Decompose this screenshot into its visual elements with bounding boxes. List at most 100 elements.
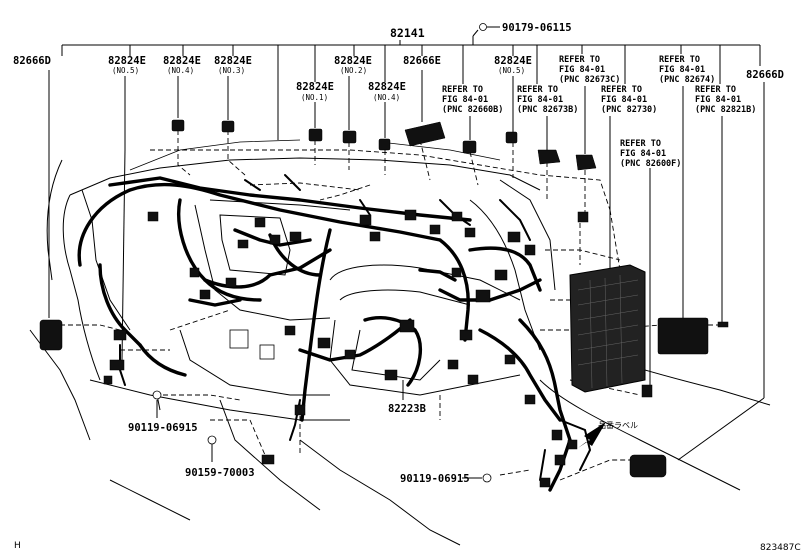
connector-num-3: (NO.3) [218,66,245,75]
refer-label-82730: REFER TO FIG 84-01 (PNC 82730) [601,85,657,115]
svg-text:REFER TO: REFER TO [559,55,600,65]
connector-icon [567,439,578,450]
relay-block-icon [657,317,709,355]
svg-text:REFER TO: REFER TO [601,85,642,95]
label-arrow-icon [578,422,606,448]
svg-text:(PNC 82821B): (PNC 82821B) [695,105,756,115]
svg-text:FIG 84-01: FIG 84-01 [442,95,488,105]
connector-num-1: (NO.5) [112,66,139,75]
connector-icon [221,120,235,133]
connector-icon [467,374,479,385]
svg-text:REFER TO: REFER TO [517,85,558,95]
connector-label-2: 82824E [163,55,201,67]
connector-icon [384,369,398,381]
part-number-label-tag: 品番ラベル [598,420,638,430]
connector-icon [294,404,306,416]
connector-icon [308,128,323,142]
connector-icon [359,214,372,226]
bolt-icon [152,390,162,400]
part-label-82666e: 82666E [403,55,441,67]
corner-code-left: H [14,541,21,551]
connector-icon [505,131,518,144]
part-label-82141: 82141 [390,26,425,40]
connector-num-5: (NO.1) [301,93,328,102]
junction-block [569,264,646,393]
connector-num-6: (NO.4) [373,93,400,102]
connector-icon [539,477,551,488]
connector-icon [551,429,563,441]
connector-icon [284,325,296,336]
part-label-90119-06915-left: 90119-06915 [128,422,198,434]
connector-icon [261,454,275,465]
refer-label-82600f: REFER TO FIG 84-01 (PNC 82600F) [620,139,681,169]
connector-label-1: 82824E [108,55,146,67]
connector-label-5: 82824E [296,81,334,93]
connector-icon [475,289,491,303]
connector-icon [103,375,113,385]
svg-text:(PNC 82673B): (PNC 82673B) [517,105,578,115]
svg-text:(PNC 82673C): (PNC 82673C) [559,75,620,85]
connector-icon [575,154,597,171]
connector-icon [225,277,237,288]
connector-icon [507,231,521,243]
illustration-number: 823487C [760,543,801,553]
refer-label-82660b: REFER TO FIG 84-01 (PNC 82660B) [442,85,503,115]
connector-icon [399,319,415,333]
connector-label-3: 82824E [214,55,252,67]
connector-icon [113,329,127,341]
connector-icon [451,267,462,278]
connector-icon [524,394,536,405]
part-label-82666d-left: 82666D [13,55,51,67]
bracket-icon [629,454,667,478]
svg-text:FIG 84-01: FIG 84-01 [620,149,666,159]
bracket-icon [404,121,446,147]
connector-icon [494,269,508,281]
part-label-90119-06915-bottom: 90119-06915 [400,473,470,485]
svg-text:REFER TO: REFER TO [659,55,700,65]
part-label-82666d-right: 82666D [746,69,784,81]
connector-num-2: (NO.4) [167,66,194,75]
harness-connectors [39,119,729,488]
connector-icon [289,231,302,242]
connector-icon [429,224,441,235]
part-label-90159-70003: 90159-70003 [185,467,255,479]
refer-label-82821b: REFER TO FIG 84-01 (PNC 82821B) [695,85,756,115]
connector-icon [404,209,417,221]
screw-icon [207,435,217,445]
bolt-icon [482,473,492,483]
screw [207,435,217,462]
connector-icon [717,321,729,328]
svg-text:(PNC 82730): (PNC 82730) [601,105,657,115]
connector-num-4: (NO.2) [340,66,367,75]
connector-icon [554,454,566,466]
part-label-90179-06115: 90179-06115 [502,22,572,34]
connector-icon [147,211,159,222]
refer-label-82673b: REFER TO FIG 84-01 (PNC 82673B) [517,85,578,115]
svg-text:REFER TO: REFER TO [695,85,736,95]
connector-icon [504,354,516,365]
connector-icon [462,140,477,154]
connector-icon [378,138,391,151]
svg-text:FIG 84-01: FIG 84-01 [601,95,647,105]
connector-icon [344,349,356,360]
svg-text:FIG 84-01: FIG 84-01 [559,65,605,75]
svg-text:(PNC 82674): (PNC 82674) [659,75,715,85]
connector-label-6: 82824E [368,81,406,93]
connector-label-4: 82824E [334,55,372,67]
connector-icon [254,217,266,228]
connector-icon [447,359,459,370]
wire-harness-bundle [77,174,592,492]
connector-num-7: (NO.5) [498,66,525,75]
connector-icon [237,239,249,249]
connector-icon [464,227,476,238]
connector-icon [269,234,281,245]
svg-text:FIG 84-01: FIG 84-01 [659,65,705,75]
connector-icon [199,289,211,300]
svg-text:FIG 84-01: FIG 84-01 [517,95,563,105]
connector-icon [577,211,589,223]
svg-text:(PNC 82660B): (PNC 82660B) [442,105,503,115]
connector-icon [369,231,381,242]
svg-text:REFER TO: REFER TO [620,139,661,149]
connector-icon [451,211,463,222]
